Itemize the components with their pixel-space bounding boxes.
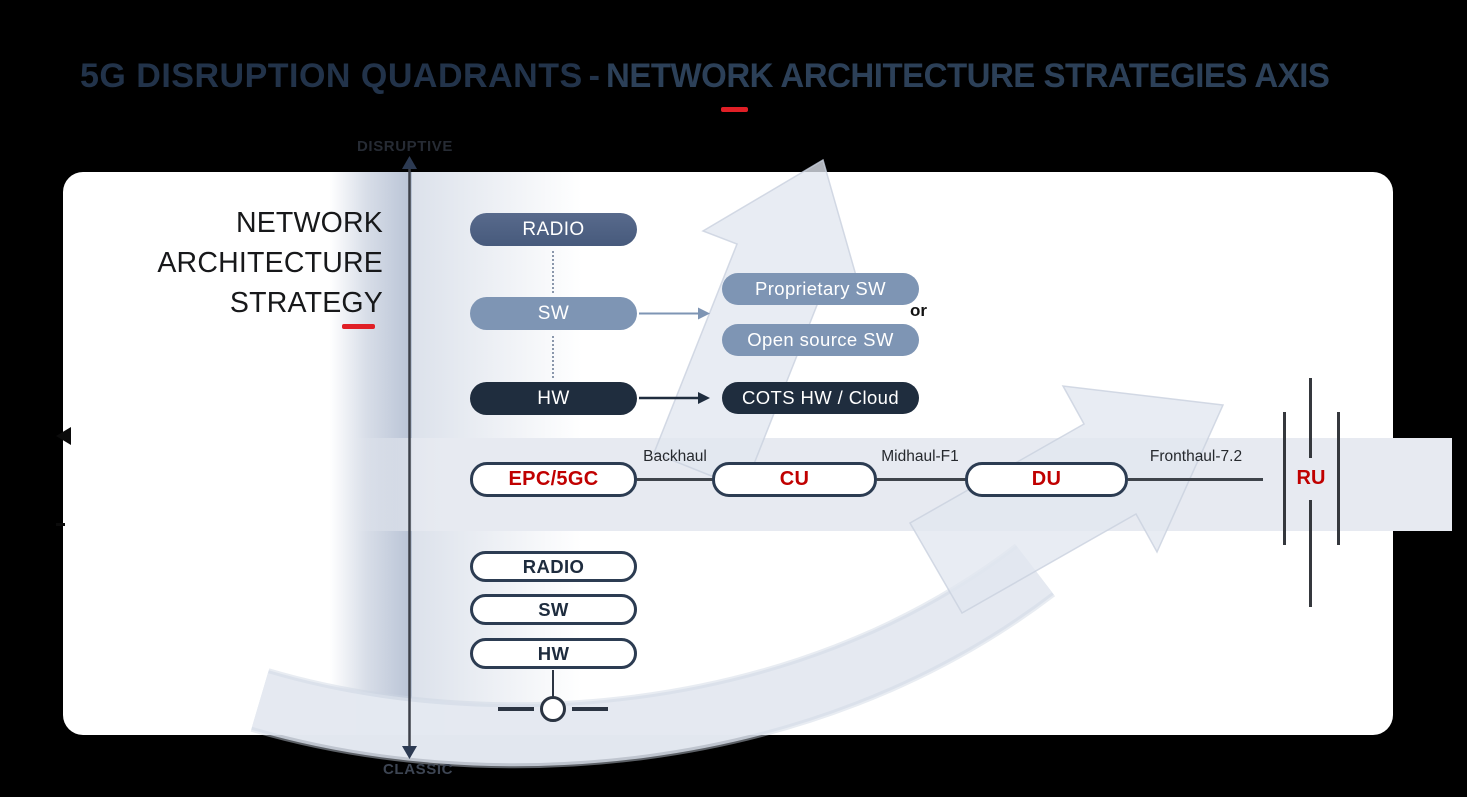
link-label-fronthaul: Fronthaul-7.2 bbox=[1149, 448, 1243, 465]
node-radio-disruptive: RADIO bbox=[470, 213, 637, 246]
axis-title: NETWORK ARCHITECTURE STRATEGY bbox=[157, 207, 383, 319]
ground-stem-line bbox=[551, 670, 554, 699]
node-epc-5gc: EPC/5GC bbox=[470, 462, 637, 497]
ground-dash-right bbox=[572, 707, 608, 711]
node-hw-disruptive: HW bbox=[470, 382, 637, 415]
strategy-red-underline bbox=[342, 324, 375, 329]
axis-label-classic: CLASSIC bbox=[383, 761, 454, 778]
title-regular: NETWORK ARCHITECTURE STRATEGIES AXIS bbox=[605, 57, 1330, 95]
node-hw-classic: HW bbox=[470, 638, 637, 669]
page-title: 5G DISRUPTION QUADRANTS-NETWORK ARCHITEC… bbox=[80, 57, 1352, 96]
node-sw-classic: SW bbox=[470, 594, 637, 625]
link-backhaul-line bbox=[637, 478, 713, 481]
axis-arrowhead-up bbox=[402, 156, 417, 169]
ru-bar-middle-top bbox=[1309, 378, 1312, 458]
or-label: or bbox=[910, 301, 927, 320]
node-ru: RU bbox=[1296, 467, 1326, 489]
link-midhaul-line bbox=[877, 478, 966, 481]
link-fronthaul-line bbox=[1128, 478, 1263, 481]
node-du: DU bbox=[965, 462, 1128, 497]
dotted-connector-sw-hw bbox=[552, 336, 554, 378]
ru-bar-left bbox=[1283, 412, 1286, 545]
title-bold: 5G DISRUPTION QUADRANTS bbox=[80, 57, 583, 95]
node-cots-hw-cloud: COTS HW / Cloud bbox=[722, 382, 919, 414]
link-label-midhaul: Midhaul-F1 bbox=[881, 448, 959, 465]
link-label-backhaul: Backhaul bbox=[643, 448, 707, 465]
ground-circle-icon bbox=[540, 696, 566, 722]
title-separator: - bbox=[588, 57, 600, 95]
ground-dash-left bbox=[498, 707, 534, 711]
ru-bar-right bbox=[1337, 412, 1340, 545]
node-open-source-sw: Open source SW bbox=[722, 324, 919, 356]
axis-label-disruptive: DISRUPTIVE bbox=[357, 138, 454, 155]
title-red-underline bbox=[721, 107, 748, 112]
node-sw-disruptive: SW bbox=[470, 297, 637, 330]
axis-arrowhead-down bbox=[402, 746, 417, 759]
dotted-connector-radio-sw bbox=[552, 251, 554, 293]
node-cu: CU bbox=[712, 462, 877, 497]
node-radio-classic: RADIO bbox=[470, 551, 637, 582]
node-proprietary-sw: Proprietary SW bbox=[722, 273, 919, 305]
ru-bar-middle-bottom bbox=[1309, 500, 1312, 607]
